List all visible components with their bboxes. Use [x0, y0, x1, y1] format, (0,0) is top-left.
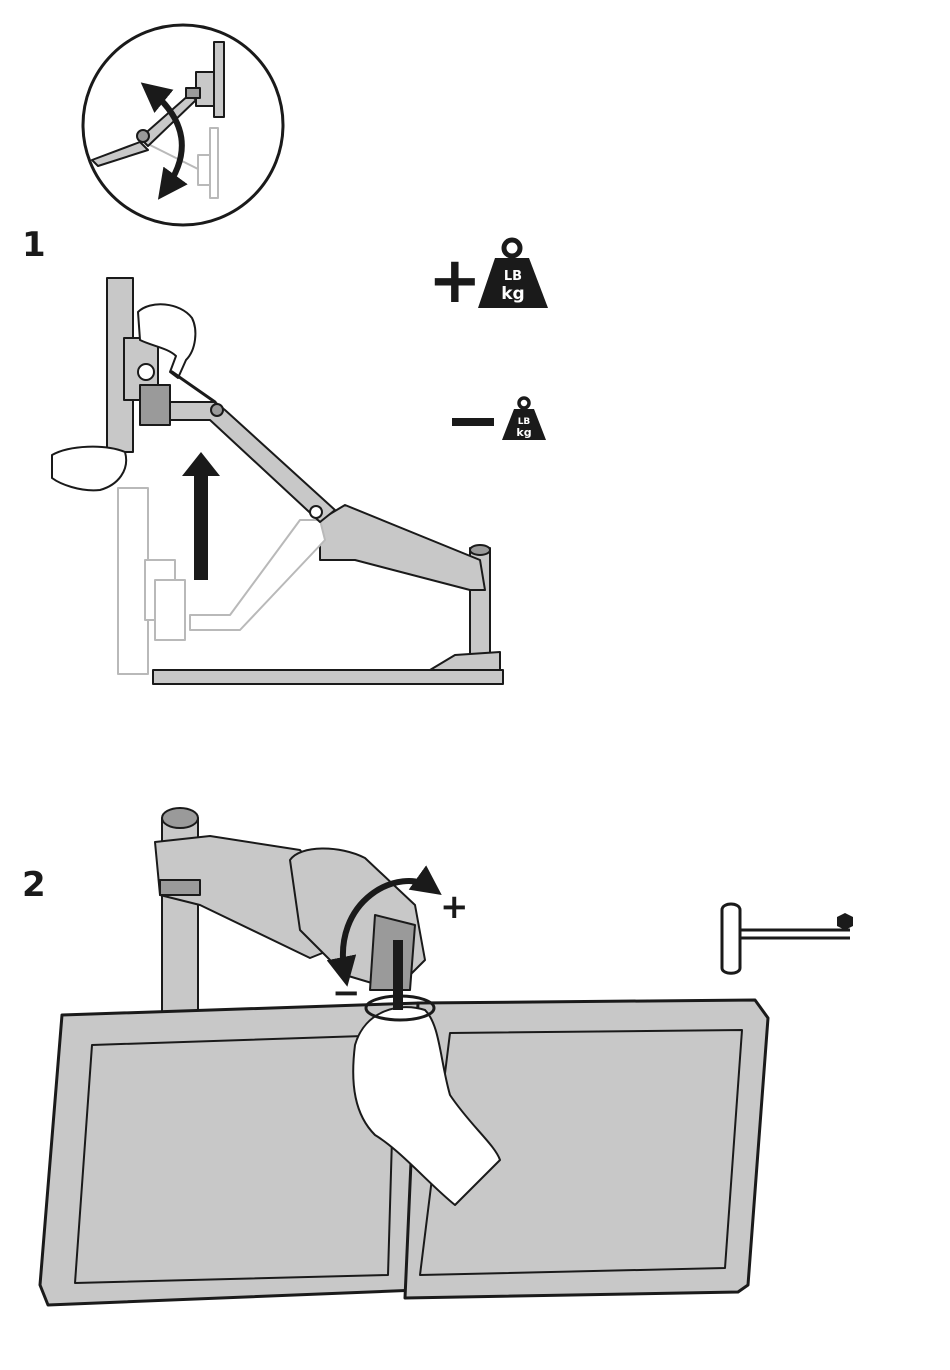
decrease-tension-label: −	[332, 973, 361, 1013]
desk	[153, 670, 503, 684]
weight-unit-kg: kg	[516, 426, 531, 439]
weight-icon: LB kg	[502, 398, 546, 440]
weight-decrease: LB kg	[452, 398, 546, 440]
weight-unit-lb: LB	[504, 269, 522, 284]
weight-increase: + LB kg	[428, 240, 548, 318]
increase-tension-label: +	[440, 887, 469, 927]
step-1-number: 1	[22, 225, 46, 265]
weight-unit-kg: kg	[501, 284, 524, 304]
step-2-number: 2	[22, 865, 46, 905]
step-1-illustration	[52, 278, 503, 684]
hand-supporting	[52, 447, 126, 491]
detail-inset	[83, 25, 283, 225]
plus-sign: +	[428, 244, 482, 318]
step-2-illustration: + −	[40, 808, 768, 1305]
screen-left	[75, 1035, 395, 1283]
minus-sign	[452, 418, 494, 426]
lift-arrow	[182, 452, 220, 580]
hex-key-icon	[722, 904, 853, 973]
weight-icon: LB kg	[478, 240, 548, 308]
ghost-monitor-lower	[118, 488, 325, 674]
lower-arm	[320, 505, 485, 590]
